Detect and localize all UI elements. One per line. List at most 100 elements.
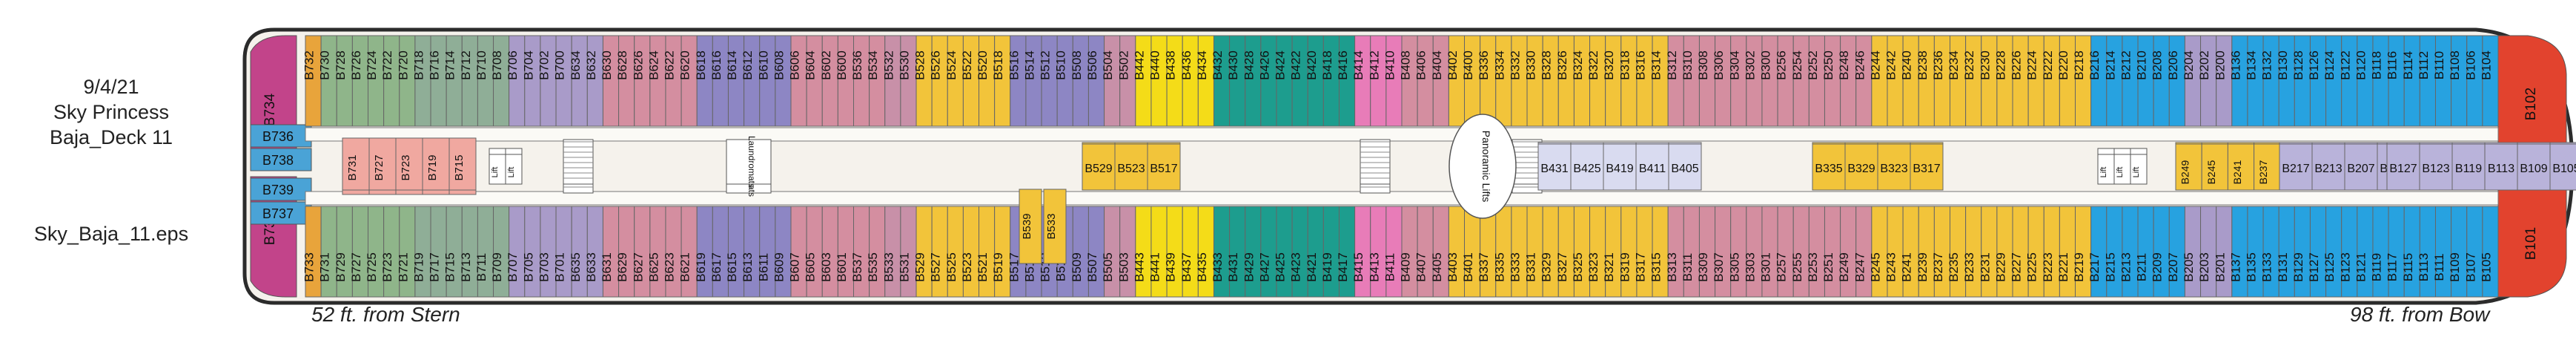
- cabin-label: B111: [2432, 253, 2446, 281]
- bottom-cabin: [2434, 206, 2452, 298]
- cabin-label: B424: [1274, 50, 1288, 80]
- cabin-label: B536: [850, 50, 864, 80]
- top-cabin: [1918, 35, 1935, 127]
- cabin-label: B121: [2354, 252, 2368, 282]
- inner-cabin: [1635, 143, 1669, 191]
- cabin-label: B323: [1880, 163, 1907, 175]
- cabin-label: B237: [2257, 160, 2269, 184]
- bottom-cabin: [2247, 206, 2264, 298]
- cabin-label: B256: [1775, 50, 1789, 80]
- bottom-cabin: [2482, 206, 2499, 298]
- top-cabin: [1981, 35, 1998, 127]
- cabin-label: B602: [819, 50, 833, 80]
- bottom-cabin: [2184, 206, 2202, 298]
- top-cabin: [931, 35, 948, 127]
- cabin-label: B712: [459, 50, 473, 80]
- top-cabin: [1636, 35, 1653, 127]
- bottom-cabin: [2106, 206, 2123, 298]
- cabin-label: B732: [302, 50, 317, 80]
- cabin-label: B508: [1070, 50, 1084, 80]
- cabin-label: B247: [1852, 252, 1867, 282]
- top-cabin: [2482, 35, 2499, 127]
- bottom-cabin: [1229, 206, 1246, 298]
- top-cabin: [2075, 35, 2092, 127]
- top-cabin: [1370, 35, 1387, 127]
- top-cabin: [1965, 35, 1982, 127]
- cabin-label: B632: [584, 50, 598, 80]
- bottom-cabin: [1370, 206, 1387, 298]
- cabin-label: B437: [1179, 252, 1193, 282]
- cabin-label: B400: [1461, 50, 1475, 80]
- bottom-cabin: [1589, 206, 1606, 298]
- cabin-label: B122: [2338, 50, 2352, 80]
- cabin-label: B124: [2322, 50, 2337, 80]
- cabin-label: B408: [1399, 50, 1413, 80]
- top-cabin: [1480, 35, 1497, 127]
- cabin-label: B411: [1383, 253, 1397, 281]
- bottom-cabin: [1573, 206, 1591, 298]
- cabin-label: B242: [1884, 50, 1898, 80]
- inner-cabin: [1844, 143, 1878, 191]
- bottom-cabin: [540, 206, 557, 298]
- cabin-label: B117: [2385, 253, 2400, 281]
- top-cabin: [1432, 35, 1449, 127]
- file-name: Sky_Baja_11.eps: [33, 223, 189, 245]
- bottom-cabin: [1182, 206, 1199, 298]
- cabin-label: B537: [850, 252, 864, 282]
- top-cabin: [900, 35, 917, 127]
- bottom-cabin: [1542, 206, 1559, 298]
- bottom-cabin: [2059, 206, 2076, 298]
- stairs: [1360, 139, 1391, 185]
- top-cabin: [1855, 35, 1873, 127]
- cabin-label: B429: [1242, 252, 1256, 282]
- bottom-cabin: [1730, 206, 1747, 298]
- top-cabin: [1464, 35, 1481, 127]
- cabin-label: B634: [569, 50, 583, 80]
- bottom-cabin: [681, 206, 698, 298]
- cabin-label: B307: [1712, 252, 1726, 282]
- cabin-label: B703: [537, 252, 551, 282]
- top-cabin: [2388, 35, 2405, 127]
- laundromat: [726, 139, 772, 185]
- cabin-label: B633: [584, 252, 598, 282]
- top-cabin: [1715, 35, 1732, 127]
- cabin-label: B416: [1336, 50, 1350, 80]
- cabin-label: B404: [1430, 50, 1444, 80]
- cabin-label: B626: [631, 50, 645, 80]
- top-cabin: [1871, 35, 1888, 127]
- cabin-label: B504: [1101, 50, 1115, 80]
- cabin-label: B125: [2322, 252, 2337, 282]
- top-cabin: [2294, 35, 2311, 127]
- cabin-label: B109: [2448, 252, 2462, 282]
- cabin-label: B102: [2523, 88, 2539, 120]
- bottom-cabin: [571, 206, 588, 298]
- bow-bottom-suite: [2497, 176, 2567, 298]
- cabin-label: B517: [1150, 163, 1177, 175]
- top-cabin: [602, 35, 620, 127]
- cabin-label: B220: [2056, 50, 2070, 80]
- cabin-label: B232: [1962, 50, 1976, 80]
- cabin-label: B128: [2291, 50, 2305, 80]
- top-cabin: [1808, 35, 1825, 127]
- cabin-label: B531: [897, 252, 911, 282]
- bottom-cabin: [2325, 206, 2342, 298]
- cabin-label: B403: [1446, 252, 1460, 282]
- bottom-cabin: [383, 206, 400, 298]
- cabin-label: B519: [991, 252, 1005, 282]
- top-cabin: [1557, 35, 1575, 127]
- top-cabin: [744, 35, 761, 127]
- top-cabin: [1996, 35, 2013, 127]
- cabin-label: B320: [1602, 50, 1616, 80]
- top-cabin: [2184, 35, 2202, 127]
- cabin-label: B717: [428, 252, 442, 282]
- top-cabin: [2168, 35, 2185, 127]
- cabin-label: B617: [709, 252, 724, 282]
- top-cabin: [320, 35, 337, 127]
- bottom-cabin: [2216, 206, 2233, 298]
- cabin-label: B723: [380, 252, 394, 282]
- cabin-label: B221: [2056, 252, 2070, 282]
- stairs: [1512, 139, 1543, 185]
- bottom-cabin: [1432, 206, 1449, 298]
- cabin-label: B711: [474, 253, 489, 281]
- bottom-cabin: [1307, 206, 1324, 298]
